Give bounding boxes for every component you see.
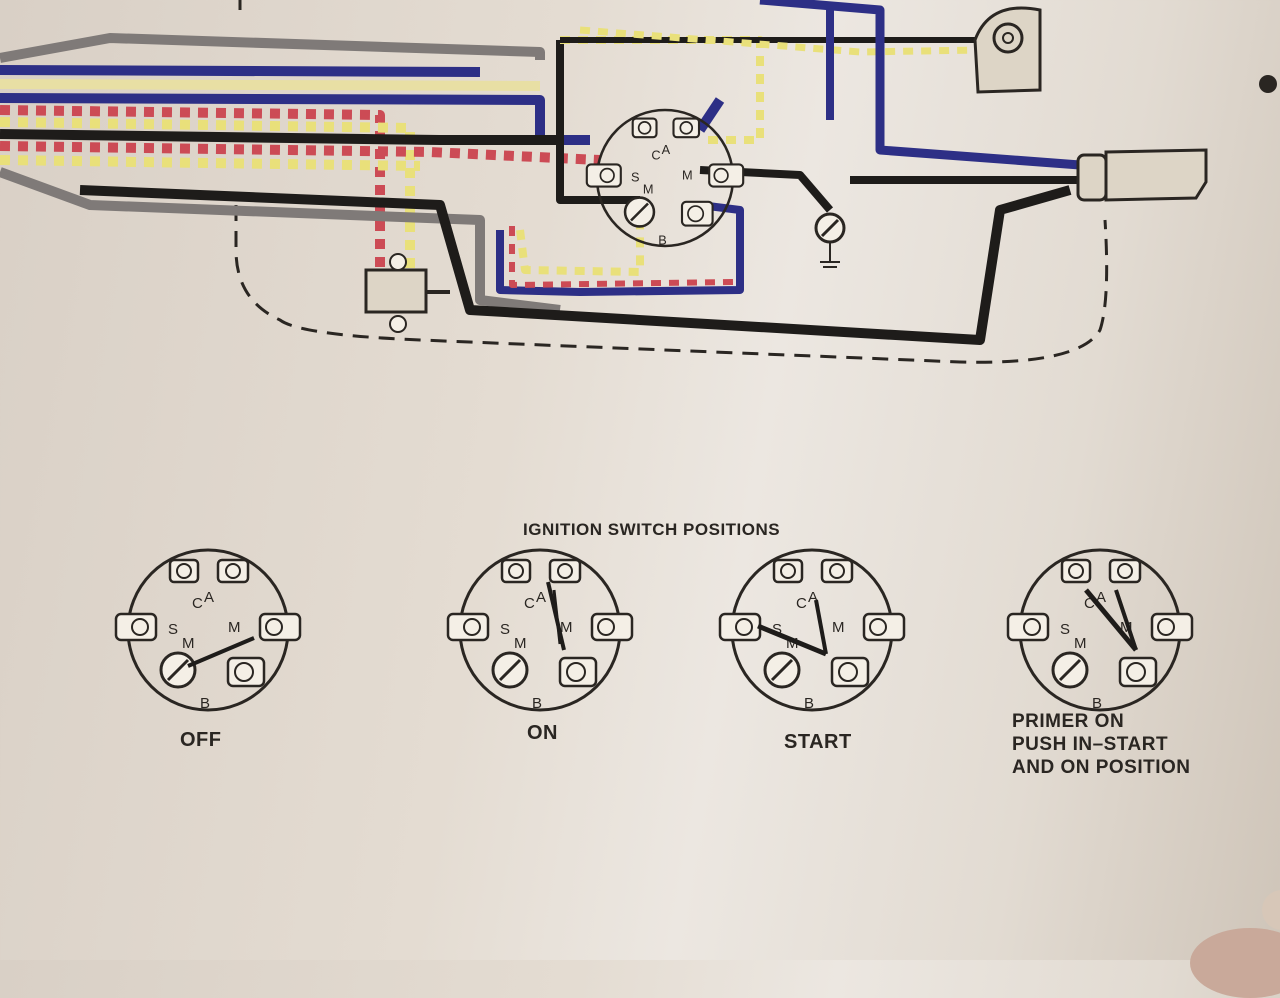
caption-primer-line-3: AND ON POSITION [1012,757,1191,778]
switch-position-on [446,548,634,714]
caption-on: ON [527,722,558,744]
caption-primer: PRIMER ON PUSH IN–START AND ON POSITION [1012,710,1191,779]
horn-device [973,6,1042,94]
diagram-title: IGNITION SWITCH POSITIONS [523,520,781,539]
caption-primer-line-2: PUSH IN–START [1012,734,1169,755]
switch-position-off [114,548,302,714]
caption-start: START [784,731,852,753]
caption-primer-line-1: PRIMER ON [1012,711,1125,732]
main-ignition-switch [585,108,745,249]
finger-highlight [1262,890,1280,930]
caption-off: OFF [180,729,222,751]
wiring-diagram: C A S M M B [0,0,1277,714]
switch-position-start [718,548,906,714]
ground-terminal [814,212,846,268]
connector-plug [1076,148,1208,202]
switch-position-primer [1006,548,1194,714]
primer-solenoid [364,253,450,333]
